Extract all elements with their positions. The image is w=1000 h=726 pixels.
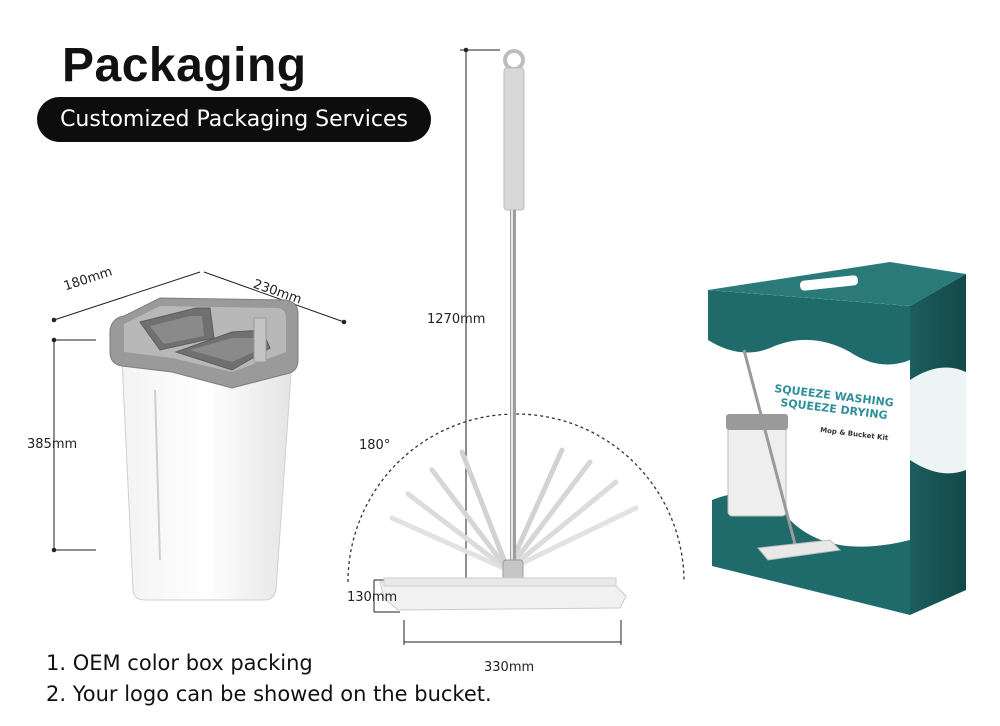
note-item-2: 2. Your logo can be showed on the bucket…	[46, 682, 492, 706]
note-item-1: 1. OEM color box packing	[46, 651, 313, 675]
rotation-arc	[347, 413, 685, 583]
page-title: Packaging	[62, 39, 307, 92]
bucket-image	[109, 297, 299, 601]
bucket-dimension-lines	[51, 271, 347, 553]
handle-length-label: 1270mm	[427, 312, 486, 327]
mop-image	[379, 49, 627, 611]
package-box-image	[708, 262, 966, 615]
subtitle-badge: Customized Packaging Services	[37, 97, 431, 142]
bucket-height-label: 385mm	[27, 437, 78, 452]
head-height-label: 130mm	[347, 590, 398, 605]
mop-rotation-ghosts	[389, 447, 639, 573]
rotation-label: 180°	[359, 438, 391, 453]
head-width-label: 330mm	[484, 660, 535, 675]
